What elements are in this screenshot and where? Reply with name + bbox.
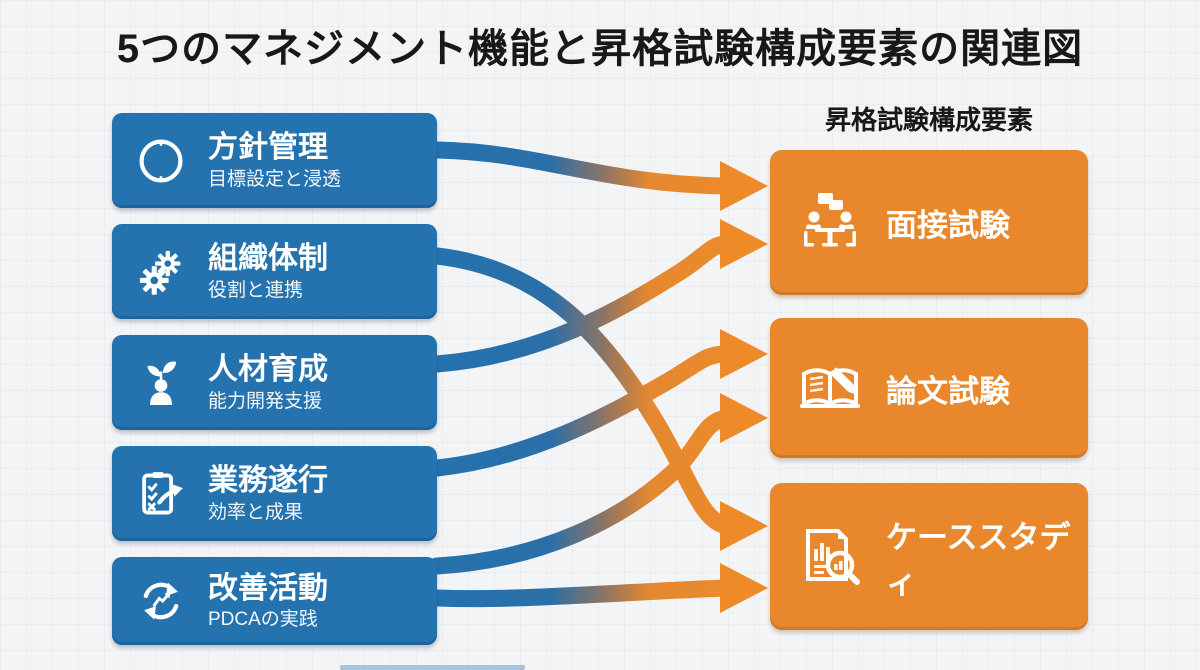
node-title: 改善活動 bbox=[208, 571, 328, 605]
node-title: 人材育成 bbox=[208, 353, 328, 387]
node-subtitle: 役割と連携 bbox=[208, 279, 304, 301]
arrow-kaizen-to-essay bbox=[428, 409, 735, 575]
node-organization: 組織体制 役割と連携 bbox=[112, 224, 437, 319]
arrow-execution-to-essay bbox=[428, 345, 735, 477]
node-task-execution: 業務遂行 効率と成果 bbox=[112, 446, 437, 541]
right-column-header: 昇格試験構成要素 bbox=[824, 105, 1033, 135]
arrow-organization-to-case bbox=[428, 247, 735, 535]
node-essay-exam: 論文試験 bbox=[770, 318, 1088, 458]
page-title: 5つのマネジメント機能と昇格試験構成要素の関連図 bbox=[116, 27, 1084, 71]
node-subtitle: 能力開発支援 bbox=[208, 390, 323, 412]
arrowhead bbox=[720, 329, 768, 379]
node-label: 論文試験 bbox=[886, 373, 1010, 409]
growth-person-icon bbox=[147, 361, 177, 405]
node-subtitle: 目標設定と浸透 bbox=[208, 168, 342, 190]
arrow-policy-to-interview bbox=[428, 141, 735, 195]
node-title: 業務遂行 bbox=[208, 464, 328, 498]
node-title: 方針管理 bbox=[208, 131, 328, 165]
node-hr-development: 人材育成 能力開発支援 bbox=[112, 335, 437, 430]
case-analysis-icon bbox=[806, 528, 860, 585]
arrowhead bbox=[720, 219, 768, 269]
node-improvement: 改善活動 PDCAの実践 bbox=[112, 557, 437, 645]
arrowhead bbox=[720, 161, 768, 211]
node-label: 面接試験 bbox=[886, 208, 1010, 243]
essay-book-icon bbox=[800, 367, 860, 408]
node-interview-exam: 面接試験 bbox=[770, 150, 1088, 295]
arrowhead bbox=[720, 393, 768, 443]
arrowhead bbox=[720, 563, 768, 613]
node-policy-management: 方針管理 目標設定と浸透 bbox=[112, 113, 437, 208]
node-subtitle: PDCAの実践 bbox=[208, 609, 318, 631]
clipboard-tasks-icon bbox=[142, 471, 183, 514]
node-label: ケーススタディ bbox=[886, 519, 1071, 600]
pdca-cycle-icon bbox=[143, 582, 179, 620]
node-subtitle: 効率と成果 bbox=[208, 501, 304, 523]
gears-icon bbox=[139, 250, 181, 295]
bottom-edge-decoration bbox=[340, 665, 525, 670]
node-title: 組織体制 bbox=[208, 242, 328, 276]
node-case-study: ケーススタディ bbox=[770, 483, 1088, 630]
compass-icon bbox=[139, 138, 183, 183]
arrowhead bbox=[720, 501, 768, 551]
interview-icon bbox=[804, 192, 856, 246]
arrow-kaizen-to-case bbox=[428, 579, 735, 608]
arrow-hr-to-interview bbox=[428, 235, 735, 373]
